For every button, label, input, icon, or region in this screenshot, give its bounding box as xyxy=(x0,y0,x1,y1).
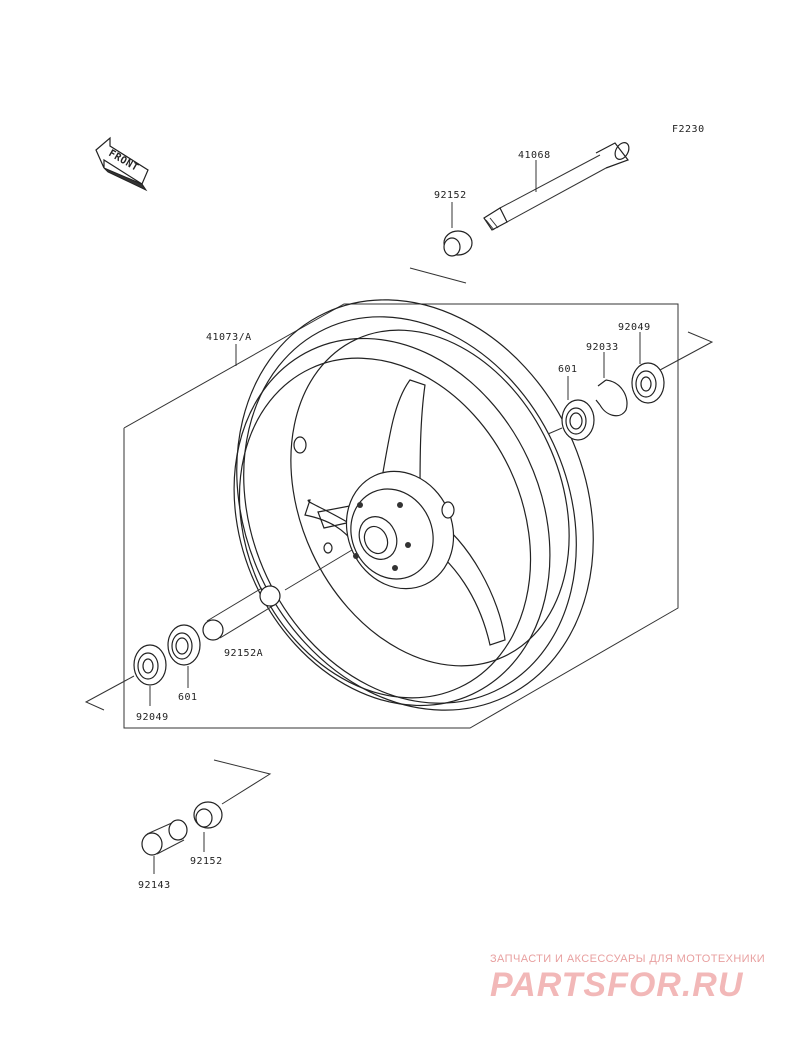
collar-bottom-label: 92152 xyxy=(190,856,223,867)
bearing-right-guide xyxy=(547,427,563,435)
collar-top-guide xyxy=(409,267,467,284)
collar-inner-part xyxy=(202,585,281,641)
bearing-right-part xyxy=(561,399,595,441)
collar-top-label: 92152 xyxy=(434,190,467,201)
wheel-spokes xyxy=(304,379,506,646)
wheel-rim xyxy=(233,299,594,711)
circlip-part xyxy=(595,379,628,417)
collar-top-part xyxy=(443,230,473,257)
diagram-code: F2230 xyxy=(672,124,705,135)
wheel-label: 41073/A xyxy=(206,332,252,343)
spacer-bottom-label: 92143 xyxy=(138,880,171,891)
bearing-right-label: 601 xyxy=(558,364,578,375)
front-arrow-icon: FRONT xyxy=(95,136,149,192)
wheel-group-frame xyxy=(123,303,679,729)
wheel-hub xyxy=(293,436,455,590)
spacer-bottom-part xyxy=(141,819,188,856)
seal-left-label: 92049 xyxy=(136,712,169,723)
bearing-left-label: 601 xyxy=(178,692,198,703)
collar-bottom-guide xyxy=(213,759,272,805)
seal-left-part xyxy=(133,644,167,686)
axle-label: 41068 xyxy=(518,150,551,161)
seal-right-part xyxy=(631,362,665,404)
seal-left-guide xyxy=(84,675,135,711)
axle-part xyxy=(483,142,630,231)
seal-right-label: 92049 xyxy=(618,322,651,333)
collar-bottom-part xyxy=(193,801,223,829)
circlip-label: 92033 xyxy=(586,342,619,353)
collar-inner-label: 92152A xyxy=(224,648,263,659)
hub-center-line xyxy=(284,549,353,591)
watermark-brand: PARTSFOR.RU xyxy=(490,966,744,1004)
bearing-left-part xyxy=(167,624,201,666)
watermark-tagline: ЗАПЧАСТИ И АКСЕССУАРЫ ДЛЯ МОТОТЕХНИКИ xyxy=(490,953,765,965)
seal-right-guide xyxy=(659,331,714,371)
